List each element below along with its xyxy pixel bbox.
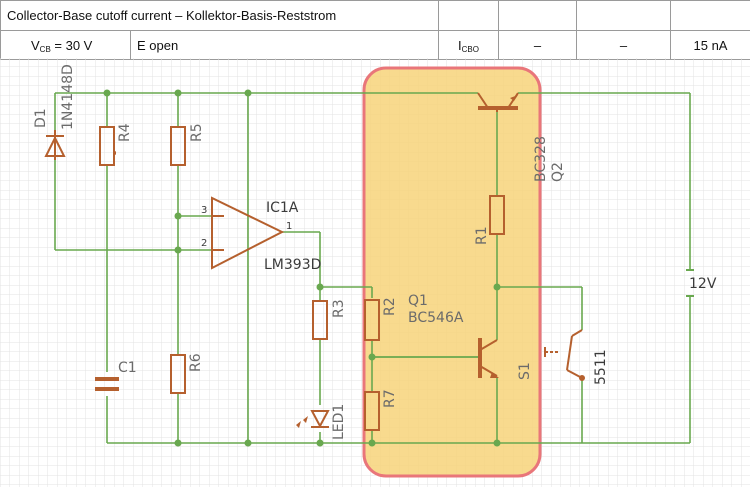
switch-contact-icon bbox=[579, 375, 585, 381]
resistor-r5 bbox=[170, 126, 186, 166]
led-led1 bbox=[310, 410, 330, 429]
label-r6: R6 bbox=[188, 353, 204, 372]
resistor-r6 bbox=[170, 354, 186, 394]
label-pin-2: 2 bbox=[201, 238, 207, 249]
label-bc328: BC328 bbox=[533, 136, 549, 182]
opamp-ic1a bbox=[211, 196, 285, 270]
q2-emitter-arrow-icon bbox=[510, 95, 518, 101]
typ-value: – bbox=[576, 30, 671, 60]
label-lm393d: LM393D bbox=[264, 257, 321, 273]
spec-title-row: Collector-Base cutoff current – Kollekto… bbox=[0, 0, 750, 31]
resistor-r4 bbox=[99, 126, 115, 166]
spec-table: Collector-Base cutoff current – Kollekto… bbox=[0, 0, 750, 60]
label-q1: Q1 bbox=[408, 293, 428, 309]
label-q2: Q2 bbox=[550, 162, 566, 182]
resistor-r2 bbox=[364, 299, 380, 341]
label-ic1a: IC1A bbox=[266, 200, 299, 216]
supply-12v bbox=[686, 269, 694, 297]
spec-title: Collector-Base cutoff current – Kollekto… bbox=[0, 0, 439, 31]
transistor-q1 bbox=[372, 338, 498, 378]
label-12v: 12V bbox=[689, 276, 717, 292]
label-5511: 5511 bbox=[593, 349, 609, 385]
schematic-diagram: D1 1N4148D R4 R5 R6 C1 IC1A LM393D 3 2 1… bbox=[0, 58, 750, 487]
min-value: – bbox=[498, 30, 577, 60]
transistor-q2 bbox=[477, 92, 519, 112]
led-arrow-icon-2 bbox=[296, 421, 301, 428]
label-1n4148d: 1N4148D bbox=[60, 64, 76, 130]
resistor-r7 bbox=[364, 391, 380, 431]
label-c1: C1 bbox=[118, 360, 137, 376]
label-pin-3: 3 bbox=[201, 205, 207, 216]
junction-dots bbox=[103, 89, 501, 447]
label-pin-1: 1 bbox=[286, 221, 292, 232]
label-bc546a: BC546A bbox=[408, 310, 464, 326]
label-led1: LED1 bbox=[331, 404, 347, 440]
q1-emitter-arrow-icon bbox=[490, 372, 499, 378]
label-r2: R2 bbox=[382, 297, 398, 316]
label-r1: R1 bbox=[474, 226, 490, 245]
spec-row-icbo: VCB = 30 V E open ICBO – – 15 nA bbox=[0, 30, 750, 60]
capacitor-c1 bbox=[95, 377, 119, 391]
condition-vcb: VCB = 30 V bbox=[0, 30, 131, 60]
label-r3: R3 bbox=[331, 299, 347, 318]
label-r7: R7 bbox=[382, 389, 398, 408]
highlight-region bbox=[362, 66, 542, 478]
diode-d1 bbox=[44, 130, 66, 160]
label-s1: S1 bbox=[517, 362, 533, 380]
label-r5: R5 bbox=[189, 123, 205, 142]
resistor-r1 bbox=[489, 195, 505, 235]
condition-emitter: E open bbox=[130, 30, 439, 60]
symbol-icbo: ICBO bbox=[438, 30, 499, 60]
resistor-r3 bbox=[312, 300, 328, 340]
label-d1: D1 bbox=[33, 108, 49, 128]
diode-arrow-icon bbox=[113, 151, 116, 155]
led-arrow-icon bbox=[303, 416, 308, 423]
max-value: 15 nA bbox=[670, 30, 750, 60]
label-r4: R4 bbox=[117, 123, 133, 142]
